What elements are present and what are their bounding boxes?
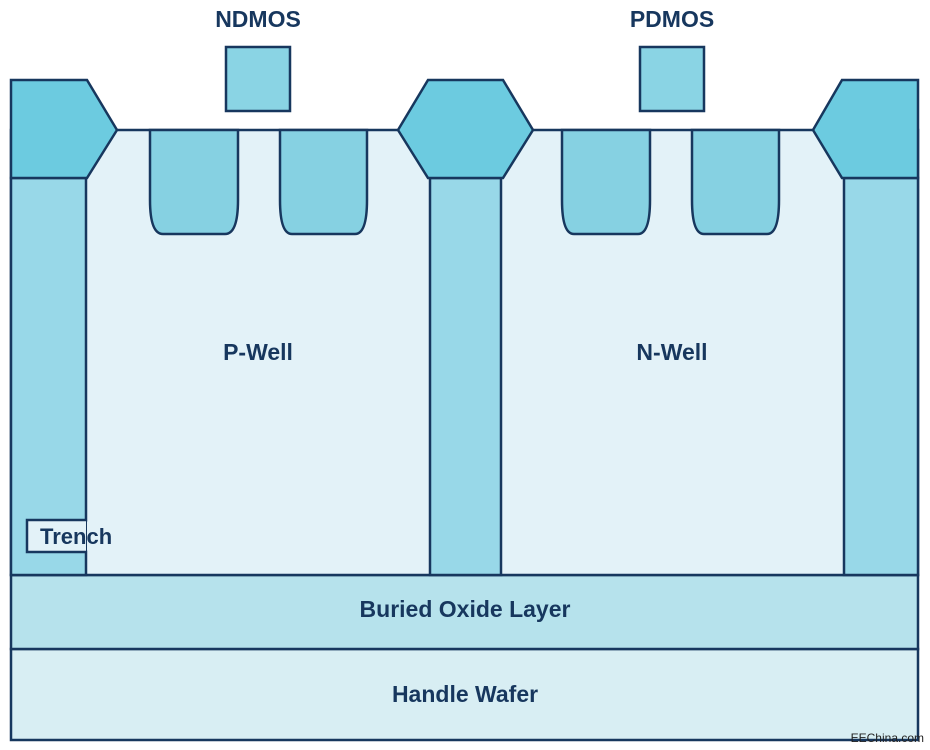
- middle-field-oxide: [396, 78, 535, 180]
- trench-label-box: [25, 518, 86, 554]
- left-trench: [9, 176, 88, 577]
- buried-oxide-label: Buried Oxide Layer: [360, 596, 571, 622]
- n-well-label: N-Well: [636, 339, 707, 365]
- ndmos-drain-region: [278, 128, 369, 236]
- p-well-label: P-Well: [223, 339, 293, 365]
- handle-wafer-label: Handle Wafer: [392, 681, 538, 707]
- middle-trench: [428, 176, 503, 577]
- watermark: EEChina.com: [851, 731, 924, 745]
- pdmos-gate: [638, 45, 706, 113]
- pdmos-drain-region: [690, 128, 781, 236]
- handle-wafer-layer: [9, 647, 920, 742]
- trench-label: Trench: [40, 524, 112, 549]
- right-field-oxide: [811, 78, 920, 180]
- right-trench: [842, 176, 920, 577]
- left-field-oxide: [9, 78, 119, 180]
- ndmos-label: NDMOS: [215, 6, 301, 32]
- buried-oxide-layer: [9, 573, 920, 651]
- pdmos-label: PDMOS: [630, 6, 714, 32]
- ndmos-source-region: [148, 128, 240, 236]
- pdmos-source-region: [560, 128, 652, 236]
- ndmos-gate: [224, 45, 292, 113]
